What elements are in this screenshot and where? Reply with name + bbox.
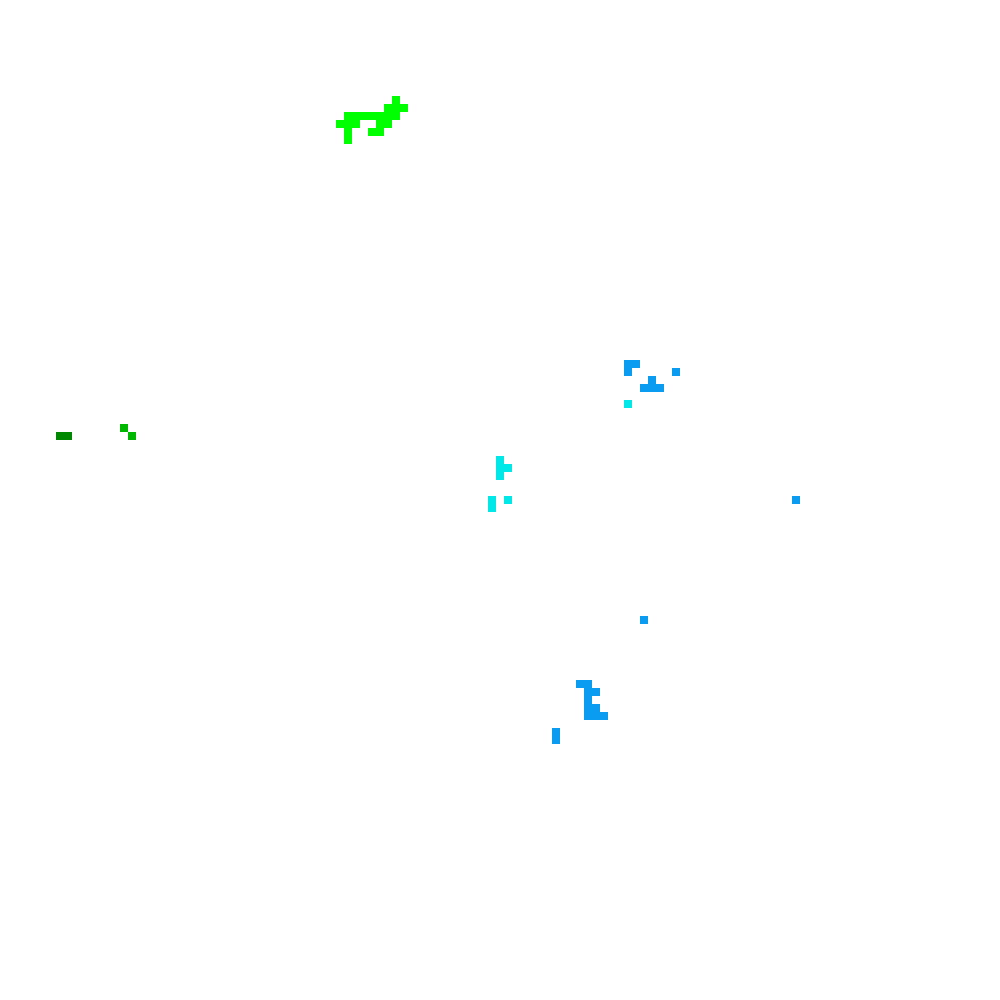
blue-lower-cell: [552, 736, 560, 744]
blue-lower-cell: [592, 688, 600, 696]
cyan-cell: [496, 456, 504, 464]
blue-right-cell: [792, 496, 800, 504]
blue-mid-cell: [640, 616, 648, 624]
blue-upper-cell: [648, 384, 656, 392]
dark-green-cell: [56, 432, 64, 440]
bright-green-cell: [376, 128, 384, 136]
dark-green-cell: [64, 432, 72, 440]
cyan-cell: [488, 504, 496, 512]
bright-green-cell: [344, 112, 352, 120]
bright-green-cell: [360, 112, 368, 120]
bright-green-cell: [384, 104, 392, 112]
blue-lower-cell: [584, 688, 592, 696]
blue-upper-cell: [640, 384, 648, 392]
cyan-cell: [496, 472, 504, 480]
bright-green-cell: [376, 112, 384, 120]
bright-green-cell: [376, 120, 384, 128]
blue-upper-cell: [672, 368, 680, 376]
bright-green-cell: [344, 136, 352, 144]
cyan-cell: [496, 464, 504, 472]
bright-green-cell: [344, 128, 352, 136]
blue-upper-cell: [624, 368, 632, 376]
blue-upper-cell: [648, 376, 656, 384]
blue-lower-cell: [584, 680, 592, 688]
mid-green-cell: [128, 432, 136, 440]
blue-upper-cell: [656, 384, 664, 392]
bright-green-cell: [384, 112, 392, 120]
blue-lower-cell: [584, 704, 592, 712]
blue-lower-cell: [592, 712, 600, 720]
cyan-cell: [488, 496, 496, 504]
mid-green-cell: [120, 424, 128, 432]
bright-green-cell: [400, 104, 408, 112]
bright-green-cell: [352, 120, 360, 128]
bright-green-cell: [384, 120, 392, 128]
blue-lower-cell: [576, 680, 584, 688]
blue-lower-cell: [552, 728, 560, 736]
cyan-cell: [504, 464, 512, 472]
cyan-cell: [504, 496, 512, 504]
bright-green-cell: [392, 96, 400, 104]
bright-green-cell: [368, 128, 376, 136]
bright-green-cell: [352, 112, 360, 120]
blue-lower-cell: [584, 712, 592, 720]
bright-green-cell: [344, 120, 352, 128]
bright-green-cell: [392, 112, 400, 120]
blue-lower-cell: [584, 696, 592, 704]
blue-lower-cell: [592, 704, 600, 712]
blue-upper-cell: [632, 360, 640, 368]
bright-green-cell: [368, 112, 376, 120]
bright-green-cell: [336, 120, 344, 128]
bright-green-cell: [392, 104, 400, 112]
blue-lower-cell: [600, 712, 608, 720]
blue-upper-cell: [624, 360, 632, 368]
cyan-cell: [624, 400, 632, 408]
